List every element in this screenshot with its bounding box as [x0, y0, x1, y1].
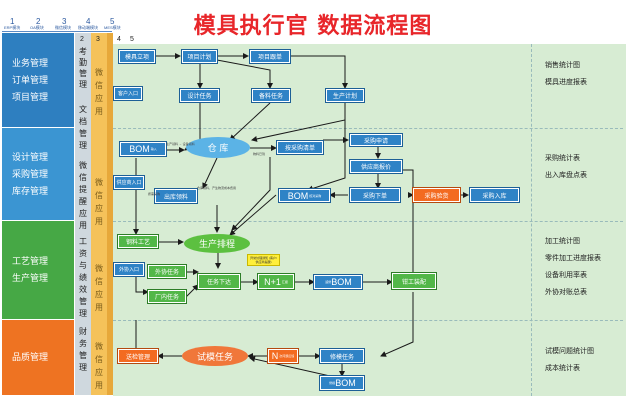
column-number: 3	[96, 36, 100, 43]
wechat-app-label: 微信应用	[95, 178, 103, 226]
node-customer-entry[interactable]: 客户入口	[114, 87, 142, 100]
node-material-craft[interactable]: 钢料工艺	[118, 235, 158, 248]
node-outsource-task[interactable]: 外协任务	[148, 265, 186, 278]
header-number: 1	[10, 17, 15, 26]
node-purchase-inspect[interactable]: 采购验货	[413, 188, 460, 202]
node-purchase-inbound[interactable]: 采购入库	[470, 188, 519, 202]
category-design-purchase: 设计管理采购管理库存管理	[2, 128, 74, 220]
node-outbound[interactable]: 出库领料	[155, 189, 197, 203]
node-material-task[interactable]: 备料任务	[252, 89, 290, 102]
wechat-module-column	[91, 33, 107, 395]
swimlane-divider	[113, 221, 623, 222]
swimlane-divider	[113, 320, 623, 321]
report-column-divider	[531, 44, 532, 396]
header-number: 5	[110, 17, 115, 26]
node-outsource-entry[interactable]: 外协入口	[114, 263, 144, 276]
node-send-inspection[interactable]: 送检管理	[118, 349, 158, 363]
exception-notice-note: 异常处理通知 (客户/供应商提醒)	[247, 254, 280, 266]
header-label: ERP模块	[4, 25, 21, 30]
header-label: OA模块	[30, 25, 44, 30]
header-divider	[2, 31, 112, 32]
category-business: 业务管理订单管理项目管理	[2, 33, 74, 127]
diagram-background	[113, 44, 626, 396]
oa-item-salary: 工资与绩效管理	[79, 237, 87, 318]
header-label: MES模块	[104, 25, 121, 30]
node-mold-register[interactable]: 模具立项	[119, 50, 155, 63]
node-fitter-assembly[interactable]: 钳工装配	[392, 273, 436, 289]
mobile-module-column	[107, 33, 113, 395]
header-label: 微信模块	[55, 25, 71, 30]
page-title: 模具执行官 数据流程图	[193, 14, 433, 39]
warehouse-note: 物料已到	[253, 152, 266, 156]
node-mold-repair[interactable]: 修模任务	[320, 349, 364, 363]
column-number: 2	[80, 36, 84, 43]
header-number: 3	[62, 17, 67, 26]
node-project-plan[interactable]: 项目计划	[182, 50, 217, 63]
oa-item-wechat-reminder: 微信提醒应用	[79, 161, 87, 230]
warehouse-note: 生产领料 → 设备领料	[166, 142, 195, 146]
outbound-note: 仓库领料，产生物流成本费用	[197, 186, 237, 190]
node-design-task[interactable]: 设计任务	[180, 89, 219, 102]
oa-item-attendance: 考勤管理	[79, 47, 87, 89]
wechat-app-label: 微信应用	[95, 68, 103, 116]
node-factory-task[interactable]: 厂内任务	[148, 290, 186, 303]
bom-small-note: 按需采购	[148, 192, 161, 196]
column-number: 4	[117, 36, 121, 43]
category-process-production: 工艺管理生产管理	[2, 221, 74, 319]
wechat-app-label: 微信应用	[95, 342, 103, 390]
swimlane-divider	[113, 128, 623, 129]
report-list-business: 销售统计图模具进度报表	[545, 62, 587, 86]
node-production-schedule[interactable]: 生产排程	[184, 234, 250, 253]
node-purchase-list[interactable]: 按采购清单	[277, 141, 323, 154]
wechat-app-label: 微信应用	[95, 264, 103, 312]
node-purchase-apply[interactable]: 采购申请	[350, 134, 402, 146]
node-supplier-quote[interactable]: 供应商报价	[350, 160, 402, 173]
oa-item-finance: 财务管理	[79, 327, 87, 372]
column-number: 5	[130, 36, 134, 43]
report-list-quality: 试模问题统计图成本统计表	[545, 348, 594, 372]
category-quality: 品质管理	[2, 320, 74, 395]
node-project-follow[interactable]: 项目跟单	[250, 50, 290, 63]
report-list-production: 加工统计图零件加工进度报表设备利用率表外协对账总表	[545, 238, 601, 296]
header-number: 2	[36, 17, 41, 26]
header-label: 移动端模块	[78, 25, 98, 30]
header-number: 4	[86, 17, 91, 26]
node-warehouse[interactable]: 仓 库	[186, 137, 250, 158]
oa-module-column	[75, 33, 91, 395]
node-production-plan[interactable]: 生产计划	[326, 89, 364, 102]
node-task-dispatch[interactable]: 任务下达	[198, 274, 240, 289]
node-trial-task[interactable]: 试模任务	[182, 346, 248, 366]
report-list-purchase: 采购统计表出入库盘点表	[545, 155, 587, 179]
oa-item-documents: 文档管理	[79, 105, 87, 150]
node-purchase-order[interactable]: 采购下单	[350, 188, 400, 202]
node-supplier-entry[interactable]: 供应商入口	[114, 176, 144, 189]
